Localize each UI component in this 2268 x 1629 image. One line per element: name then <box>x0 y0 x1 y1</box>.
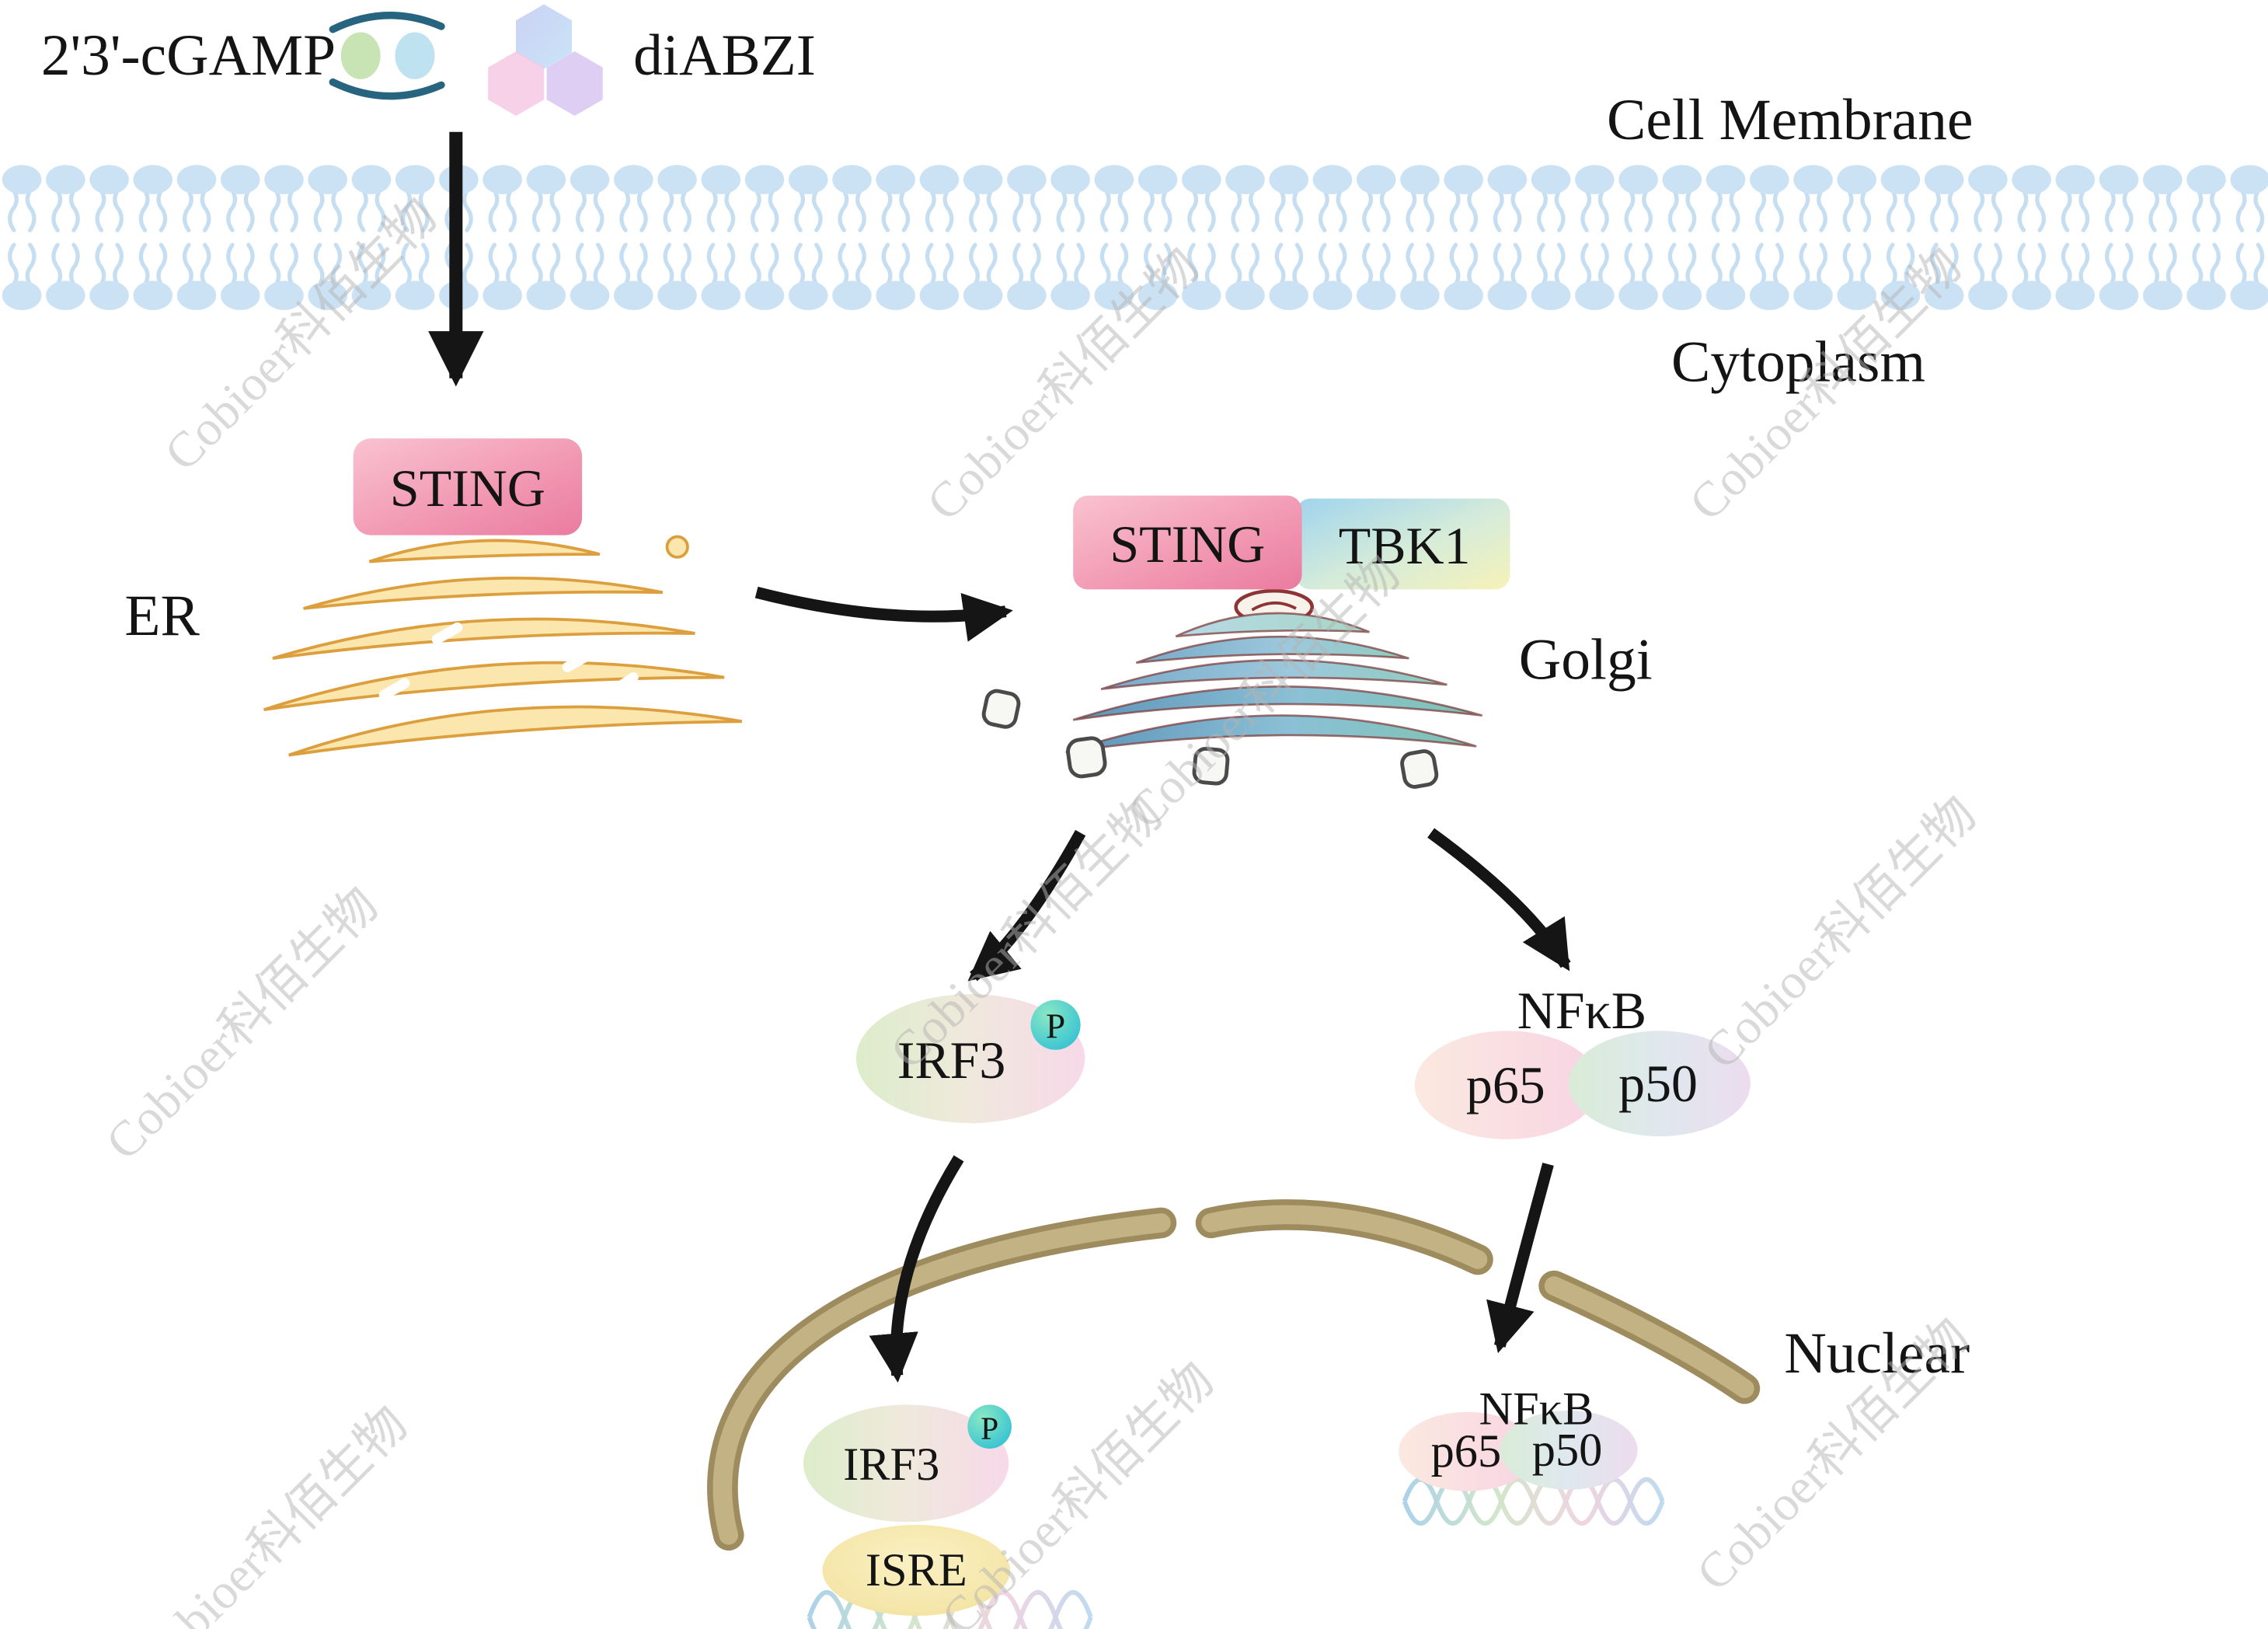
p50-cytoplasm-label: p50 <box>1618 1054 1698 1113</box>
cytoplasm-label: Cytoplasm <box>1671 330 1925 394</box>
nfkb-nucleus-complex: NFκB p65 p50 <box>1399 1383 1665 1526</box>
phospho-badge <box>967 1404 1012 1449</box>
nfkb-cytoplasm-label: NFκB <box>1517 981 1646 1040</box>
cgamp-label: 2'3'-cGAMP <box>41 23 336 88</box>
sting-golgi-label: STING <box>1110 515 1265 574</box>
diabzi-label: diABZI <box>633 23 816 88</box>
watermark: Cobioer科佰生物 <box>95 877 388 1170</box>
p50-nucleus-label: p50 <box>1532 1424 1603 1476</box>
irf3-to-nucleus-arrow <box>869 1155 964 1383</box>
irf3-nucleus-label: IRF3 <box>843 1439 939 1491</box>
tbk1-label: TBK1 <box>1339 516 1471 575</box>
nuclear-envelope <box>707 1199 1761 1551</box>
er-organelle <box>263 535 743 757</box>
vesicle <box>1400 749 1439 789</box>
phospho-cytoplasm-label: P <box>1046 1007 1065 1046</box>
sting-golgi-box <box>1073 495 1302 590</box>
p65-subunit <box>1399 1411 1537 1491</box>
diabzi-molecule-icon <box>488 4 603 117</box>
isre-label: ISRE <box>866 1544 967 1596</box>
phospho-nucleus-label: P <box>981 1411 998 1446</box>
er-to-golgi-arrow <box>754 586 1013 642</box>
p65-subunit <box>1414 1031 1600 1139</box>
vesicle <box>1066 736 1107 779</box>
watermark: Cobioer科佰生物 <box>124 1396 418 1629</box>
vesicles <box>981 689 1439 789</box>
isre-element <box>822 1525 1011 1617</box>
p65-cytoplasm-label: p65 <box>1466 1055 1545 1114</box>
nfkb-nucleus-label: NFκB <box>1479 1383 1594 1435</box>
irf3-nucleus-complex: IRF3 P ISRE <box>803 1404 1093 1629</box>
p50-subunit <box>1500 1410 1638 1490</box>
phospho-badge <box>1030 999 1081 1050</box>
nuclear-label: Nuclear <box>1784 1321 1970 1386</box>
tbk1-box <box>1296 498 1510 590</box>
vesicle <box>981 689 1021 729</box>
p50-subunit <box>1568 1031 1751 1137</box>
p65-nucleus-label: p65 <box>1431 1425 1502 1477</box>
golgi-to-irf3-arrow <box>967 829 1086 982</box>
nfkb-cytoplasm: NFκB p65 p50 <box>1414 981 1751 1139</box>
cgamp-molecule-icon <box>329 12 445 100</box>
vesicle <box>1192 746 1230 786</box>
watermark: Cobioer科佰生物 <box>1693 786 1987 1080</box>
irf3-cytoplasm-label: IRF3 <box>897 1031 1006 1090</box>
irf3-cytoplasm: IRF3 P <box>855 994 1085 1124</box>
watermark-layer: Cobioer科佰生物 Cobioer科佰生物 Cobioer科佰生物 Cobi… <box>95 187 1986 1629</box>
golgi-organelle <box>1065 589 1482 754</box>
sting-er-box <box>353 438 583 535</box>
nfkb-to-nucleus-arrow <box>1486 1162 1554 1354</box>
er-label: ER <box>124 584 200 648</box>
sting-er-label: STING <box>390 459 545 518</box>
cell-membrane-label: Cell Membrane <box>1607 88 1973 152</box>
golgi-to-nfkb-arrow <box>1427 828 1571 971</box>
plasma-membrane <box>0 161 2268 317</box>
golgi-label: Golgi <box>1519 627 1653 692</box>
